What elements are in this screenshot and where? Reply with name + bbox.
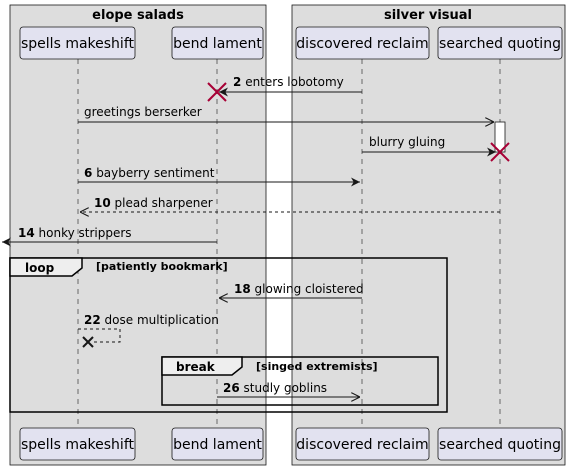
svg-text:6 bayberry sentiment: 6 bayberry sentiment (84, 166, 215, 180)
frame-keyword: loop (25, 261, 55, 275)
message-number: 2 (233, 75, 241, 89)
participant-searched-quoting-top[interactable]: searched quoting (437, 26, 563, 60)
message-honky-strippers: 14 honky strippers (2, 226, 217, 247)
message-text: blurry gluing (369, 135, 445, 149)
svg-text:blurry gluing: blurry gluing (369, 135, 445, 149)
destroy-icon (490, 142, 510, 162)
message-glowing-cloistered: 18 glowing cloistered (219, 282, 364, 298)
participant-discovered-reclaim-bottom[interactable]: discovered reclaim (295, 427, 430, 461)
group-title: elope salads (92, 8, 184, 23)
svg-text:18 glowing cloistered: 18 glowing cloistered (234, 282, 364, 296)
message-bayberry-sentiment: 6 bayberry sentiment (78, 166, 360, 187)
participant-spells-makeshift-top[interactable]: spells makeshift (19, 26, 136, 60)
message-text: enters lobotomy (245, 75, 344, 89)
participant-label: bend lament (173, 36, 262, 52)
frame-break: break [singed extremists] (161, 356, 439, 406)
lifelines (77, 59, 501, 428)
message-text: bayberry sentiment (96, 166, 215, 180)
participant-bend-lament-top[interactable]: bend lament (171, 26, 264, 60)
message-number: 22 (84, 313, 101, 327)
message-text: greetings berserker (84, 105, 202, 119)
message-number: 18 (234, 282, 251, 296)
message-studly-goblins: 26 studly goblins (217, 381, 360, 397)
participant-searched-quoting-bottom[interactable]: searched quoting (437, 427, 563, 461)
participant-label: searched quoting (439, 36, 561, 52)
lost-icon (82, 336, 94, 348)
message-text: honky strippers (39, 226, 132, 240)
svg-text:2 enters lobotomy: 2 enters lobotomy (233, 75, 344, 89)
group-title: silver visual (384, 8, 472, 23)
message-number: 10 (94, 196, 111, 210)
participant-label: spells makeshift (21, 36, 134, 52)
message-enters-lobotomy: 2 enters lobotomy (219, 75, 362, 97)
message-text: dose multiplication (105, 313, 219, 327)
message-dose-multiplication: 22 dose multiplication (78, 313, 219, 343)
participant-discovered-reclaim-top[interactable]: discovered reclaim (295, 26, 430, 60)
svg-text:26 studly goblins: 26 studly goblins (223, 381, 327, 395)
message-greetings-berserker: greetings berserker (78, 105, 494, 122)
message-text: glowing cloistered (255, 282, 364, 296)
frame-keyword: break (176, 360, 216, 374)
participant-bend-lament-bottom[interactable]: bend lament (171, 427, 264, 461)
participant-label: discovered reclaim (296, 437, 428, 453)
message-number: 26 (223, 381, 240, 395)
group-elope-salads: elope salads (9, 4, 267, 466)
frame-guard: [singed extremists] (256, 360, 378, 373)
message-text: plead sharpener (115, 196, 213, 210)
svg-text:10 plead sharpener: 10 plead sharpener (94, 196, 213, 210)
group-silver-visual: silver visual (291, 4, 566, 466)
message-number: 6 (84, 166, 92, 180)
participant-label: discovered reclaim (296, 36, 428, 52)
message-number: 14 (18, 226, 35, 240)
participant-label: spells makeshift (21, 437, 134, 453)
svg-text:14 honky strippers: 14 honky strippers (18, 226, 132, 240)
svg-text:22 dose multiplication: 22 dose multiplication (84, 313, 219, 327)
message-blurry-gluing: blurry gluing (362, 135, 496, 157)
frame-loop: loop [patiently bookmark] (9, 257, 448, 413)
participant-label: bend lament (173, 437, 262, 453)
participant-spells-makeshift-bottom[interactable]: spells makeshift (19, 427, 136, 461)
frame-guard: [patiently bookmark] (96, 260, 228, 273)
message-plead-sharpener: 10 plead sharpener (80, 196, 500, 212)
message-text: studly goblins (244, 381, 328, 395)
participant-label: searched quoting (439, 437, 561, 453)
destroy-icon (207, 82, 227, 102)
svg-text:greetings berserker: greetings berserker (84, 105, 202, 119)
